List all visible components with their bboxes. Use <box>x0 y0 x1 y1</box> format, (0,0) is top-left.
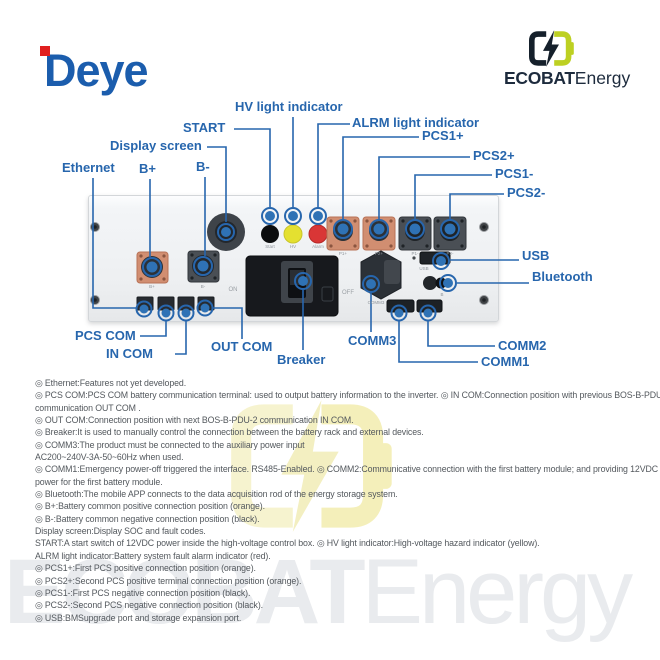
callout-ethernet: Ethernet <box>62 160 115 175</box>
callout-alrm-light-indicator: ALRM light indicator <box>352 115 480 130</box>
breaker-switch <box>245 255 339 317</box>
callout-bluetooth: Bluetooth <box>532 269 593 284</box>
callout-pcs2-plus: PCS2+ <box>473 148 515 163</box>
note-line: ◎ PCS2-:Second PCS negative connection p… <box>35 600 263 611</box>
silkscreen-p1-plus: P1+ <box>338 251 348 256</box>
note-line: START:A start switch of 12VDC power insi… <box>35 538 540 549</box>
watermark-light: Energy <box>361 541 633 643</box>
note-line: ◎ PCS1-:First PCS negative connection po… <box>35 587 251 598</box>
callout-rings <box>135 207 460 322</box>
note-line: ◎ COMM3:The product must be connected to… <box>35 439 305 450</box>
note-line: ◎ OUT COM:Connection position with next … <box>35 415 354 426</box>
silkscreen-b-minus: B- <box>200 284 206 289</box>
silkscreen-on: ON <box>228 287 238 293</box>
ecobat-logo-bold: ECOBAT <box>504 68 575 88</box>
note-line: power for the first battery module. <box>35 476 163 487</box>
silkscreen-p1-minus: P1- <box>411 251 419 256</box>
note-line: ◎ PCS1+:First PCS positive connection po… <box>35 563 256 574</box>
ecobat-logo-text: ECOBATEnergy <box>504 68 631 88</box>
note-line: ◎ Ethernet:Features not yet developed. <box>35 378 187 388</box>
ecobat-logo-light: Energy <box>574 68 631 88</box>
note-line: AC200~240V-3A-50~60Hz when used. <box>35 452 184 463</box>
callout-comm3: COMM3 <box>348 333 397 348</box>
callout-comm1: COMM1 <box>481 354 530 369</box>
callout-out-com: OUT COM <box>211 339 273 354</box>
callout-in-com: IN COM <box>106 346 153 361</box>
silkscreen-hv: HV <box>289 244 297 249</box>
silkscreen-b-plus: B+ <box>149 284 155 289</box>
start-button <box>261 225 279 243</box>
alarm-indicator-light <box>308 224 328 244</box>
hv-indicator-light <box>283 224 303 244</box>
note-line: communication OUT COM . <box>35 402 141 413</box>
silkscreen-b: B <box>440 292 444 297</box>
callout-pcs1-minus: PCS1- <box>495 166 534 181</box>
silkscreen-p2-minus: P2- <box>446 251 454 256</box>
callout-lines <box>92 117 529 363</box>
callout-pcs1-plus: PCS1+ <box>422 128 464 143</box>
note-line: Display screen:Display SOC and fault cod… <box>35 526 206 537</box>
callout-start: START <box>183 120 226 135</box>
callout-display-screen: Display screen <box>110 138 202 153</box>
ecobat-watermark-logo-icon <box>231 400 392 532</box>
watermark-bold: ECOBAT <box>4 541 366 643</box>
callout-pcs2-minus: PCS2- <box>507 185 546 200</box>
callout-b-plus: B+ <box>139 161 156 176</box>
callout-b-minus: B- <box>196 159 210 174</box>
silkscreen-usb: USB <box>419 266 429 271</box>
note-line: ◎ USB:BMSupgrade port and storage expans… <box>35 612 242 623</box>
note-line: ◎ B+:Battery common positive connection … <box>35 501 265 512</box>
silkscreen-alarm: Alarm <box>312 244 324 249</box>
deye-logo: Deye <box>44 45 149 96</box>
component-notes: ◎ Ethernet:Features not yet developed. ◎… <box>35 377 660 624</box>
silkscreen-off: OFF <box>342 290 354 296</box>
callout-usb: USB <box>522 248 550 263</box>
callout-pcs-com: PCS COM <box>75 328 136 343</box>
note-line: ◎ COMM1:Emergency power-off triggered th… <box>35 464 659 475</box>
silkscreen-p2-plus: P2+ <box>374 251 384 256</box>
callout-comm2: COMM2 <box>498 338 547 353</box>
note-line: ◎ Breaker:It is used to manually control… <box>35 427 424 438</box>
note-line: ◎ PCS COM:PCS COM battery communication … <box>35 390 660 401</box>
note-line: ◎ B-:Battery common negative connection … <box>35 513 260 524</box>
silkscreen-start: Start <box>265 244 275 249</box>
note-line: ◎ Bluetooth:The mobile APP connects to t… <box>35 489 398 500</box>
ecobat-watermark-text: ECOBATEnergy <box>4 546 633 638</box>
note-line: ◎ PCS2+:Second PCS positive terminal con… <box>35 575 302 586</box>
callout-breaker: Breaker <box>277 352 326 367</box>
note-line: ALRM light indicator:Battery system faul… <box>35 550 271 561</box>
silkscreen-comm3: COMM3 <box>367 300 385 305</box>
deye-logo-red-dot <box>40 46 50 56</box>
callout-hv-light-indicator: HV light indicator <box>235 99 343 114</box>
ecobat-logo-icon <box>529 30 574 67</box>
